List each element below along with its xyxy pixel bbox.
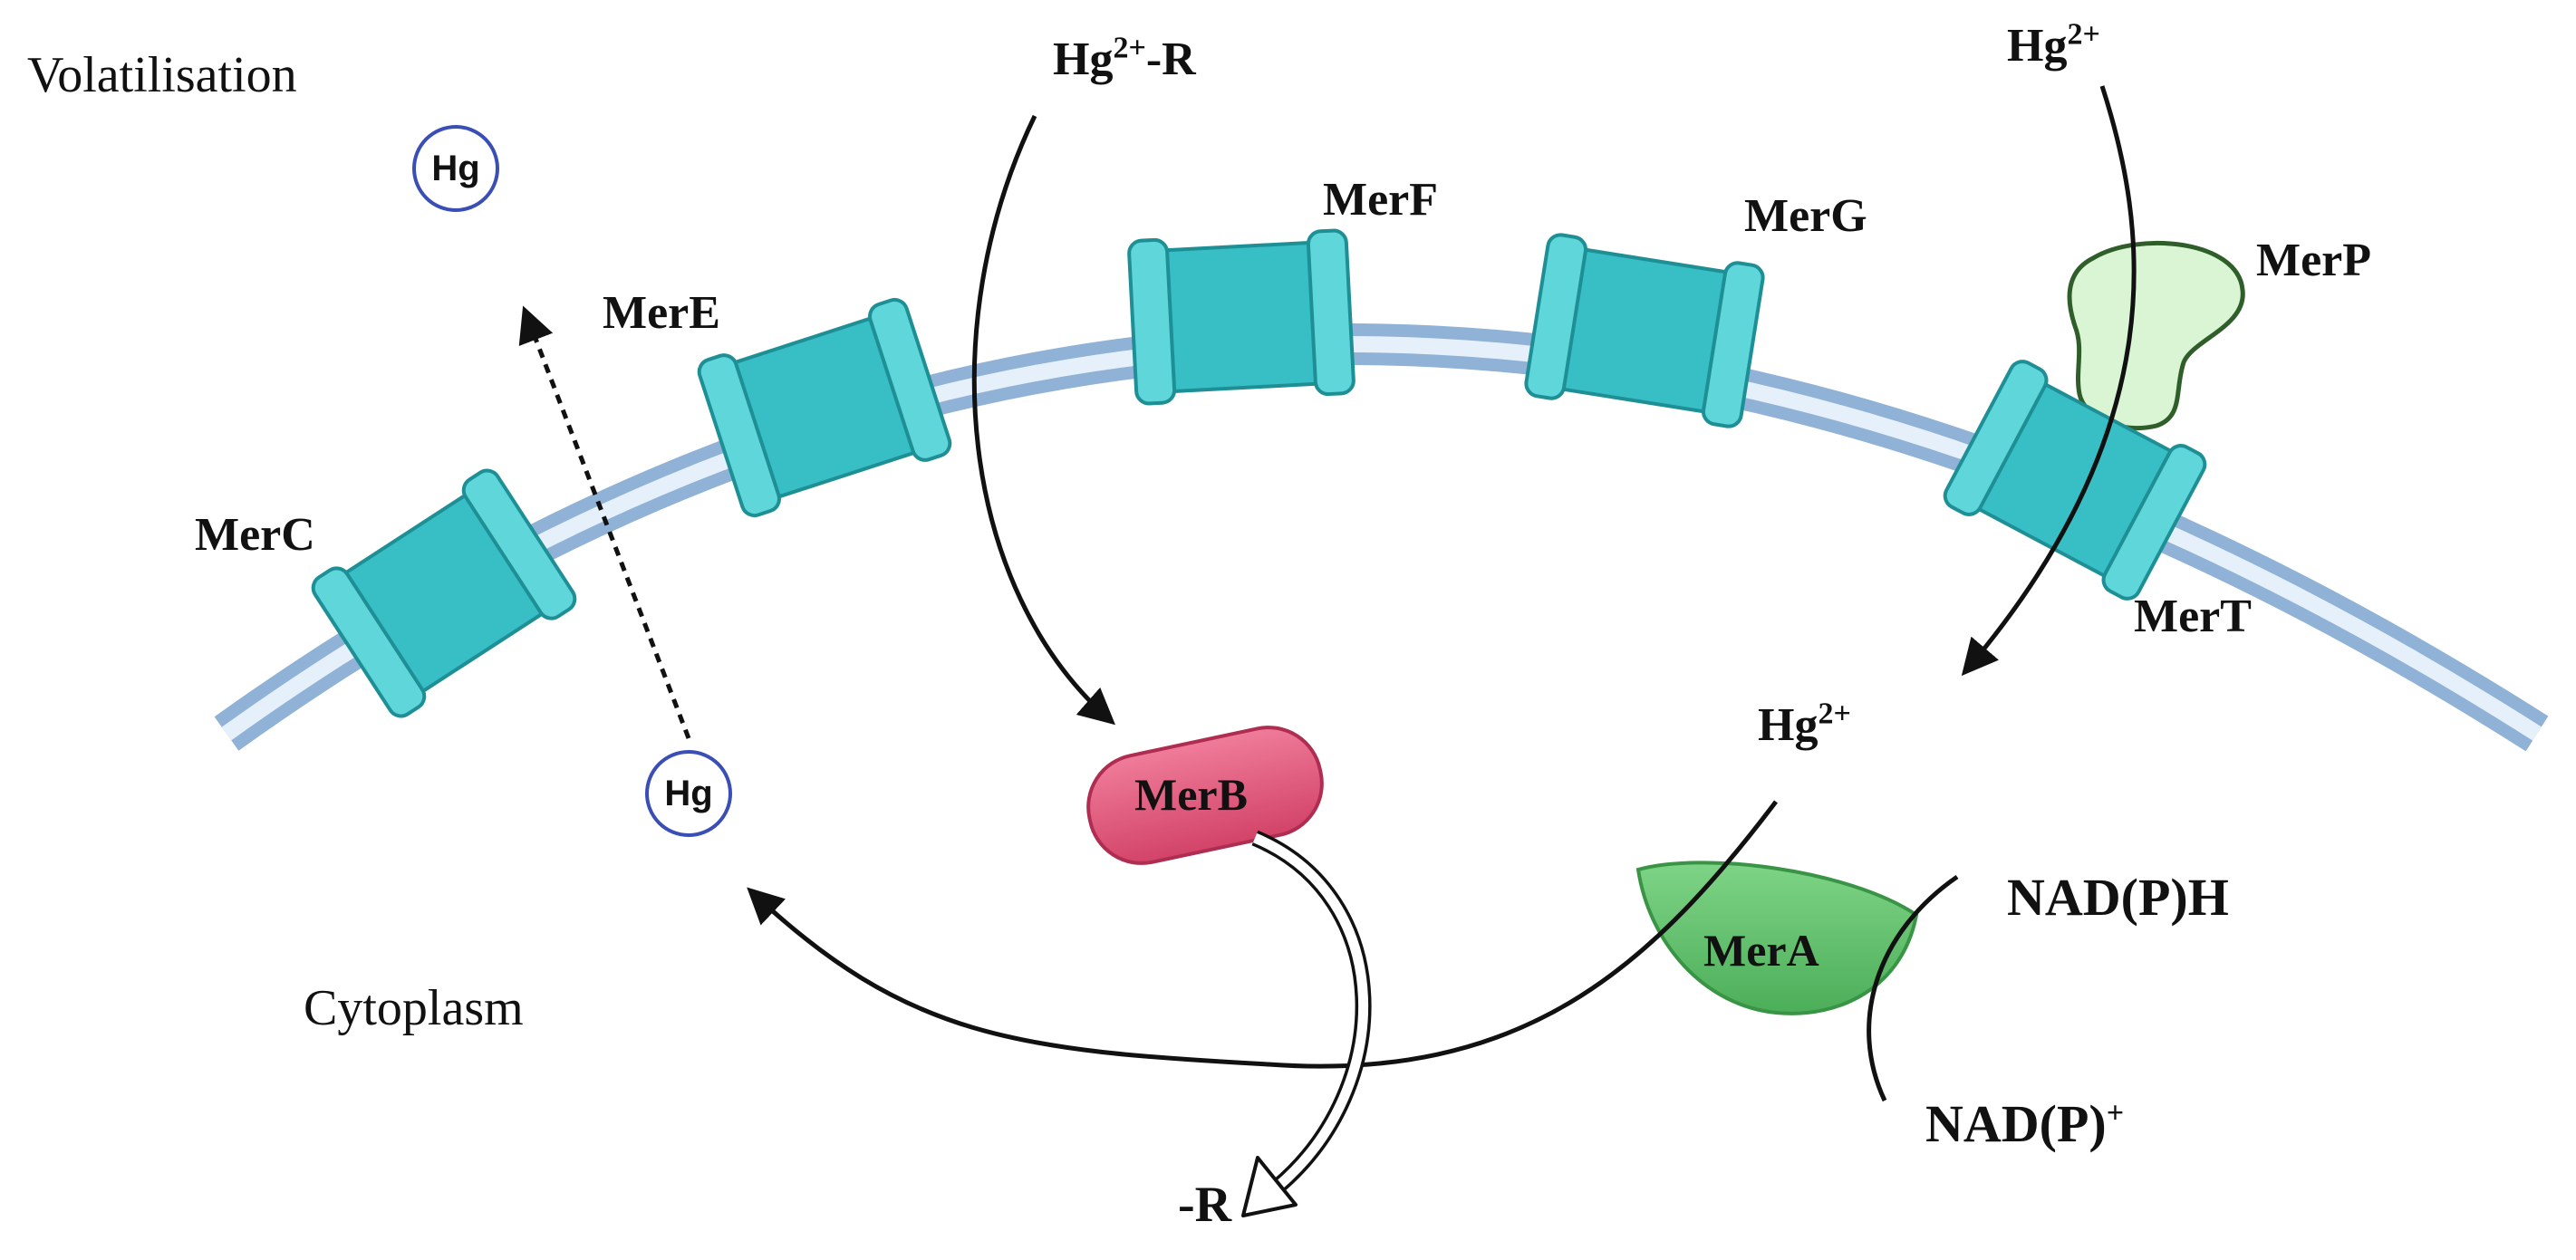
hg2-extracellular-base: Hg <box>2007 20 2068 72</box>
nadp-plus-sup: + <box>2106 1096 2125 1130</box>
hg2-intracellular-sup: 2+ <box>1818 697 1851 731</box>
hg2-r-base: Hg <box>1053 34 1114 85</box>
merf-transporter <box>1127 228 1356 406</box>
nadph-label: NAD(P)H <box>2007 868 2229 927</box>
hg2-r-label: Hg2+-R <box>1053 33 1196 85</box>
hg2-extracellular-label: Hg2+ <box>2007 19 2100 72</box>
cell-membrane <box>214 323 2549 752</box>
hg2-intracellular-base: Hg <box>1758 699 1819 751</box>
hg-atom-outside-text: Hg <box>431 148 480 188</box>
merc-transporter <box>311 468 577 718</box>
nadp-plus-base: NAD(P) <box>1925 1094 2107 1153</box>
arrow-reduction-to-hg <box>747 800 1778 1069</box>
mert-label: MerT <box>2134 591 2252 642</box>
merf-label: MerF <box>1323 174 1439 226</box>
mere-transporter <box>697 297 952 518</box>
merg-transporter <box>1524 233 1765 428</box>
arrow-hgr-to-merb <box>971 114 1116 726</box>
hg2-extracellular-sup: 2+ <box>2067 17 2100 52</box>
mera-label: MerA <box>1703 925 1819 976</box>
hg-atom-outside: Hg <box>412 125 499 212</box>
arrow-merb-to-r <box>1241 830 1372 1217</box>
arrow-hg2-uptake <box>1961 85 2137 677</box>
hg2-intracellular-label: Hg2+ <box>1758 698 1851 751</box>
hg-atom-cytoplasm-text: Hg <box>664 773 713 813</box>
mert-transporter <box>1943 360 2207 601</box>
merb-label: MerB <box>1134 769 1248 820</box>
hg2-r-suffix: -R <box>1145 34 1196 85</box>
volatilisation-label: Volatilisation <box>27 47 297 103</box>
merg-label: MerG <box>1744 190 1867 242</box>
hg-atom-cytoplasm: Hg <box>645 750 732 837</box>
merp-label: MerP <box>2256 235 2372 286</box>
arrow-nadph-cofactor <box>1867 874 1959 1102</box>
mere-label: MerE <box>603 287 720 339</box>
merc-label: MerC <box>195 509 315 561</box>
hg2-r-sup: 2+ <box>1113 31 1146 65</box>
merp-protein <box>2067 241 2245 431</box>
minus-r-label: -R <box>1178 1177 1232 1233</box>
nadp-plus-label: NAD(P)+ <box>1925 1098 2124 1150</box>
merb-enzyme <box>1086 726 1324 865</box>
arrow-volatilisation <box>518 305 691 739</box>
cytoplasm-label: Cytoplasm <box>304 980 524 1036</box>
